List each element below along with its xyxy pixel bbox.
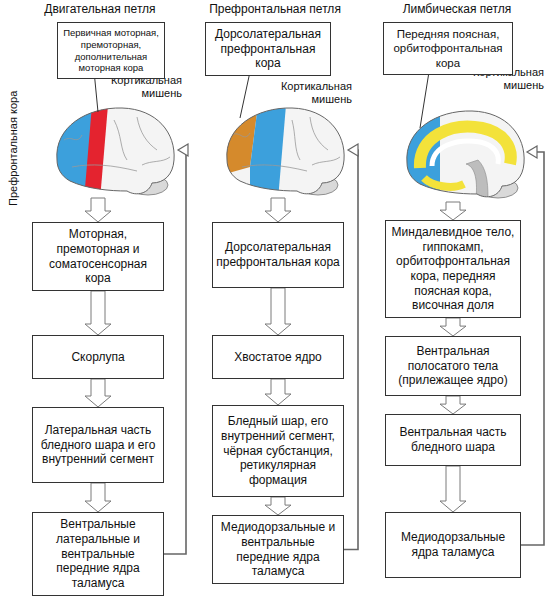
brain-lateral [52, 105, 174, 200]
process-box: Вентральные латеральные и вентральные пе… [32, 512, 164, 596]
box-text: Моторная, премоторная и соматосенсорная … [33, 227, 163, 286]
target-arrow [440, 202, 466, 220]
leader-line [95, 79, 98, 112]
flow-arrow [265, 497, 291, 515]
process-box: Вентральная полосатого тела (прилежащее … [385, 336, 521, 396]
leader-line [240, 76, 249, 118]
process-box: Хвостатое ядро [212, 335, 344, 379]
leader-line [420, 75, 429, 128]
box-text: Скорлупа [68, 350, 127, 365]
process-box: Миндалевидное тело, гиппокамп, орбитофро… [385, 220, 521, 318]
callout-text: Передняя поясная, орбитофронтальная кора [384, 27, 512, 69]
loop-title: Двигательная петля [30, 3, 170, 17]
callout-text: Первичная моторная, премоторная, дополни… [58, 27, 164, 73]
box-text: Миндалевидное тело, гиппокамп, орбитофро… [386, 225, 520, 313]
brain-lateral [222, 105, 344, 200]
box-text: Вентральная часть бледного шара [386, 425, 520, 454]
return-line [521, 152, 544, 545]
box-text: Бледный шар, его внутренний сегмент, чёр… [213, 414, 343, 487]
callout-box: Дорсолатеральная префронтальная кора [205, 22, 331, 76]
target-arrow [265, 198, 291, 222]
flow-arrow [85, 379, 111, 407]
process-box: Скорлупа [32, 335, 164, 379]
flow-arrow [440, 396, 466, 414]
return-line [164, 150, 187, 554]
return-arrowhead [178, 144, 188, 156]
flow-arrow [440, 466, 466, 512]
return-line [344, 150, 358, 550]
box-text: Латеральная часть бледного шара и его вн… [33, 423, 163, 467]
process-box: Вентральная часть бледного шара [385, 414, 521, 466]
box-text: Медиодорзальные ядра таламуса [386, 530, 520, 559]
process-box: Медиодорзальные ядра таламуса [385, 512, 521, 578]
callout-box: Первичная моторная, премоторная, дополни… [57, 22, 165, 79]
process-box: Бледный шар, его внутренний сегмент, чёр… [212, 405, 344, 497]
loop-title: Лимбическая петля [382, 3, 532, 17]
region-label: Префронтальная кора [7, 83, 20, 213]
flow-arrow [440, 318, 466, 336]
callout-box: Передняя поясная, орбитофронтальная кора [383, 22, 513, 75]
process-box: Латеральная часть бледного шара и его вн… [32, 407, 164, 483]
loop-title: Префронтальная петля [195, 3, 355, 17]
process-box: Медиодорзальные и вентральные передние я… [212, 515, 344, 584]
flow-arrow [265, 288, 291, 335]
return-arrowhead [348, 144, 358, 156]
target-arrow [85, 198, 111, 222]
callout-text: Дорсолатеральная префронтальная кора [206, 27, 330, 71]
process-box: Моторная, премоторная и соматосенсорная … [32, 222, 164, 291]
box-text: Хвостатое ядро [231, 350, 325, 365]
flow-arrow [85, 291, 111, 335]
brain-medial [402, 108, 524, 203]
return-arrowhead [527, 146, 537, 158]
target-label: Кортикальная мишень [276, 80, 352, 105]
flow-arrow [85, 483, 111, 512]
box-text: Медиодорзальные и вентральные передние я… [213, 520, 343, 579]
box-text: Вентральная полосатого тела (прилежащее … [386, 344, 520, 388]
flow-arrow [265, 379, 291, 405]
box-text: Дорсолатеральная префронтальная кора [213, 240, 343, 269]
process-box: Дорсолатеральная префронтальная кора [212, 222, 344, 288]
box-text: Вентральные латеральные и вентральные пе… [33, 517, 163, 590]
